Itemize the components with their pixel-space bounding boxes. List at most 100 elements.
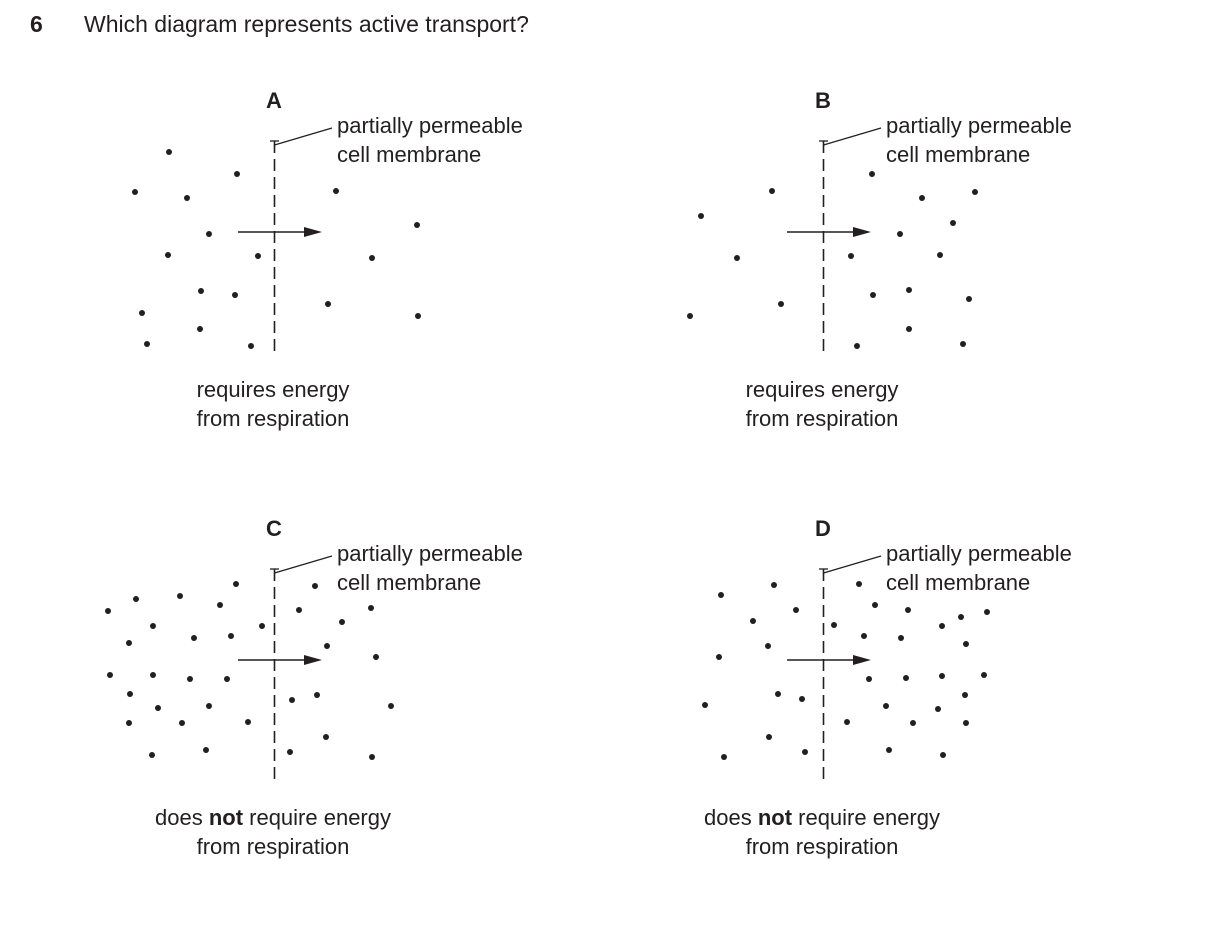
diagram-a-membrane-label: partially permeable cell membrane xyxy=(337,111,523,169)
particle xyxy=(197,326,203,332)
particle xyxy=(105,608,111,614)
particle xyxy=(872,602,878,608)
particle xyxy=(415,313,421,319)
particle xyxy=(245,719,251,725)
particle xyxy=(906,326,912,332)
particle xyxy=(155,705,161,711)
diagram-b-particles xyxy=(687,171,978,349)
caption-line2: from respiration xyxy=(196,834,350,859)
membrane-label-line2: cell membrane xyxy=(337,570,482,595)
particle xyxy=(854,343,860,349)
particle xyxy=(831,622,837,628)
particle xyxy=(177,593,183,599)
particle xyxy=(166,149,172,155)
particle xyxy=(962,692,968,698)
particle xyxy=(368,605,374,611)
diagram-b-caption: requires energy from respiration xyxy=(722,375,922,433)
particle xyxy=(886,747,892,753)
particle xyxy=(373,654,379,660)
particle xyxy=(937,252,943,258)
particle xyxy=(905,607,911,613)
particle xyxy=(897,231,903,237)
particle xyxy=(972,189,978,195)
question-number: 6 xyxy=(30,11,43,37)
particle xyxy=(107,672,113,678)
particle xyxy=(883,703,889,709)
membrane-label-line2: cell membrane xyxy=(337,142,482,167)
membrane-label-line2: cell membrane xyxy=(886,142,1031,167)
caption-line2: from respiration xyxy=(745,406,899,431)
particle xyxy=(369,255,375,261)
diagram-a: A partially permeable xyxy=(0,0,523,431)
diagram-b-figure xyxy=(687,127,978,353)
diagram-b: B partially permeable xyxy=(549,0,1072,431)
diagram-d-caption: does not require energy from respiration xyxy=(672,803,972,861)
particle xyxy=(184,195,190,201)
diagram-c-caption: does not require energy from respiration xyxy=(123,803,423,861)
particle xyxy=(132,189,138,195)
particle xyxy=(324,643,330,649)
particle xyxy=(898,635,904,641)
diagram-a-arrow-head xyxy=(304,227,322,237)
particle xyxy=(939,623,945,629)
particle xyxy=(248,343,254,349)
particle xyxy=(206,231,212,237)
caption-line1: requires energy xyxy=(196,377,350,402)
particle xyxy=(960,341,966,347)
particle xyxy=(718,592,724,598)
particle xyxy=(259,623,265,629)
diagram-c-figure xyxy=(105,555,394,781)
particle xyxy=(323,734,329,740)
membrane-label-line1: partially permeable xyxy=(337,541,523,566)
particle xyxy=(179,720,185,726)
diagram-c-particles xyxy=(105,581,394,760)
particle xyxy=(150,672,156,678)
particle xyxy=(775,691,781,697)
particle xyxy=(325,301,331,307)
particle xyxy=(981,672,987,678)
diagram-d-membrane-label: partially permeable cell membrane xyxy=(886,539,1072,597)
particle xyxy=(233,581,239,587)
particle xyxy=(919,195,925,201)
particle xyxy=(778,301,784,307)
particle xyxy=(984,609,990,615)
diagram-d: D xyxy=(549,428,1072,859)
particle xyxy=(144,341,150,347)
particle xyxy=(866,676,872,682)
diagram-b-leader-line xyxy=(823,127,882,146)
particle xyxy=(963,641,969,647)
diagram-a-label: A xyxy=(266,88,282,113)
particle xyxy=(133,596,139,602)
diagram-a-caption: requires energy from respiration xyxy=(173,375,373,433)
particle xyxy=(687,313,693,319)
particle xyxy=(339,619,345,625)
particle xyxy=(127,691,133,697)
particle xyxy=(287,749,293,755)
particle xyxy=(856,581,862,587)
membrane-label-line2: cell membrane xyxy=(886,570,1031,595)
particle xyxy=(296,607,302,613)
particle xyxy=(940,752,946,758)
caption-line2: from respiration xyxy=(196,406,350,431)
particle xyxy=(848,253,854,259)
particle xyxy=(903,675,909,681)
particle xyxy=(126,640,132,646)
diagram-b-membrane-label: partially permeable cell membrane xyxy=(886,111,1072,169)
particle xyxy=(228,633,234,639)
diagram-a-leader-line xyxy=(274,127,333,146)
particle xyxy=(314,692,320,698)
particle xyxy=(935,706,941,712)
particle xyxy=(939,673,945,679)
membrane-label-line1: partially permeable xyxy=(886,541,1072,566)
caption-line1: requires energy xyxy=(745,377,899,402)
caption-line1: does not require energy xyxy=(703,805,940,830)
diagram-a-figure xyxy=(132,127,421,353)
particle xyxy=(870,292,876,298)
particle xyxy=(950,220,956,226)
diagram-d-figure xyxy=(702,555,990,781)
particle xyxy=(187,676,193,682)
particle xyxy=(224,676,230,682)
particle xyxy=(766,734,772,740)
diagram-d-particles xyxy=(702,581,990,760)
particle xyxy=(963,720,969,726)
